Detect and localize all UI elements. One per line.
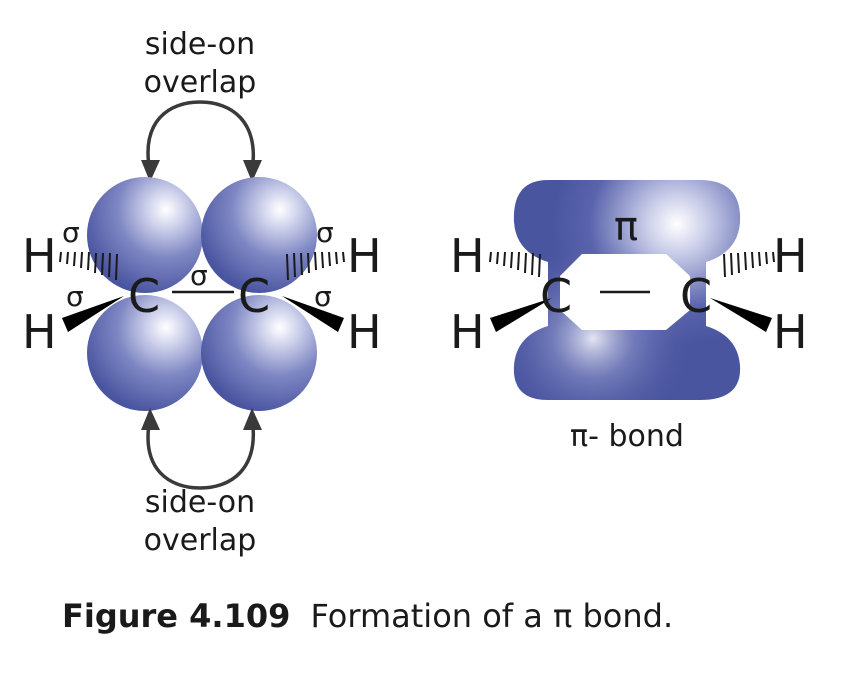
top-overlap-label-line1: side-on xyxy=(145,27,255,62)
pi-hydrogen-bottom-right: H xyxy=(773,305,808,359)
hashed-bond-right-left xyxy=(489,251,541,278)
hydrogen-top-right: H xyxy=(347,229,382,283)
figure-caption: Figure 4.109 Formation of a π bond. xyxy=(62,597,673,635)
pi-hydrogen-bottom-left: H xyxy=(450,305,485,359)
top-overlap-label-line2: overlap xyxy=(144,65,257,100)
sigma-top-right: σ xyxy=(316,216,334,249)
wedge-bond-right-right xyxy=(710,298,772,332)
bottom-overlap-arrow xyxy=(141,408,262,490)
hashed-bond-right-right xyxy=(723,251,775,278)
wedge-bond-right-left xyxy=(490,298,552,332)
sigma-bottom-right: σ xyxy=(314,280,332,313)
hydrogen-top-left: H xyxy=(22,229,57,283)
pi-carbon-left: C xyxy=(540,269,572,323)
carbon-right: C xyxy=(238,269,270,323)
sigma-top-left: σ xyxy=(62,216,80,249)
figure-caption-text: Formation of a π bond. xyxy=(311,597,674,635)
sigma-bottom-left: σ xyxy=(66,280,84,313)
right-diagram: H H H H C C π π- bond xyxy=(450,180,808,454)
figure-number: Figure 4.109 xyxy=(62,597,290,635)
carbon-left: C xyxy=(128,269,160,323)
left-diagram: side-on overlap xyxy=(22,27,382,558)
top-overlap-arrow xyxy=(141,100,262,182)
bottom-overlap-label-line1: side-on xyxy=(145,485,255,520)
p-orbital-left-bottom xyxy=(87,295,203,411)
pi-bond-label: π- bond xyxy=(570,419,684,454)
hashed-bond-left xyxy=(59,251,118,281)
wedge-bond-left xyxy=(62,296,124,332)
pi-hydrogen-top-right: H xyxy=(773,229,808,283)
hashed-bond-right xyxy=(286,251,345,281)
bottom-overlap-label-line2: overlap xyxy=(144,523,257,558)
hydrogen-bottom-left: H xyxy=(22,305,57,359)
pi-hydrogen-top-left: H xyxy=(450,229,485,283)
pi-carbon-right: C xyxy=(680,269,712,323)
hydrogen-bottom-right: H xyxy=(347,305,382,359)
p-orbital-right-bottom xyxy=(201,295,317,411)
sigma-center: σ xyxy=(190,259,208,292)
wedge-bond-right xyxy=(282,296,344,332)
pi-symbol: π xyxy=(614,204,638,250)
